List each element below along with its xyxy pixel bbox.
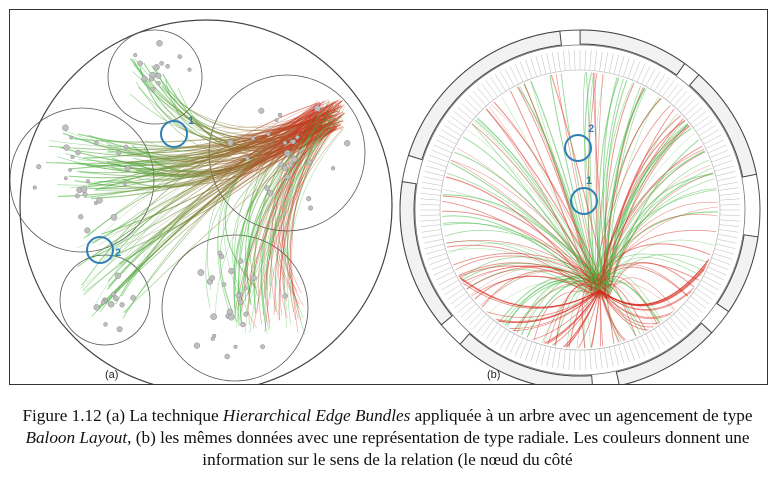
caption-part-2: appliquée à un arbre avec un agencement … [410, 406, 753, 425]
panel-b-radial-layout: 2 1 [399, 29, 761, 384]
panel-b-ring [399, 29, 761, 384]
marker-b-2: 2 [588, 123, 594, 135]
marker-a-1: 1 [188, 115, 194, 127]
panel-b-edges [441, 72, 719, 349]
caption-part-3: , (b) les mêmes données avec une représe… [127, 428, 750, 469]
panel-a-label: (a) [105, 369, 119, 381]
figure-frame: 1 2 2 1 (a) (b) [9, 9, 768, 385]
marker-b-1: 1 [586, 175, 592, 187]
caption-italic-1: Hierarchical Edge Bundles [222, 406, 411, 425]
figure-graphic: 1 2 2 1 [10, 19, 761, 384]
panel-a-edges [45, 58, 346, 335]
panel-b-label: (b) [487, 369, 501, 381]
panel-a-nodes [32, 40, 351, 360]
marker-a-2: 2 [115, 247, 121, 259]
caption-italic-2: Baloon Layout [25, 428, 128, 447]
figure-caption: Figure 1.12 (a) La technique Hierarchica… [0, 405, 775, 471]
panel-a-balloon-layout: 1 2 [10, 19, 393, 384]
caption-part-1: Figure 1.12 (a) La technique [22, 406, 223, 425]
